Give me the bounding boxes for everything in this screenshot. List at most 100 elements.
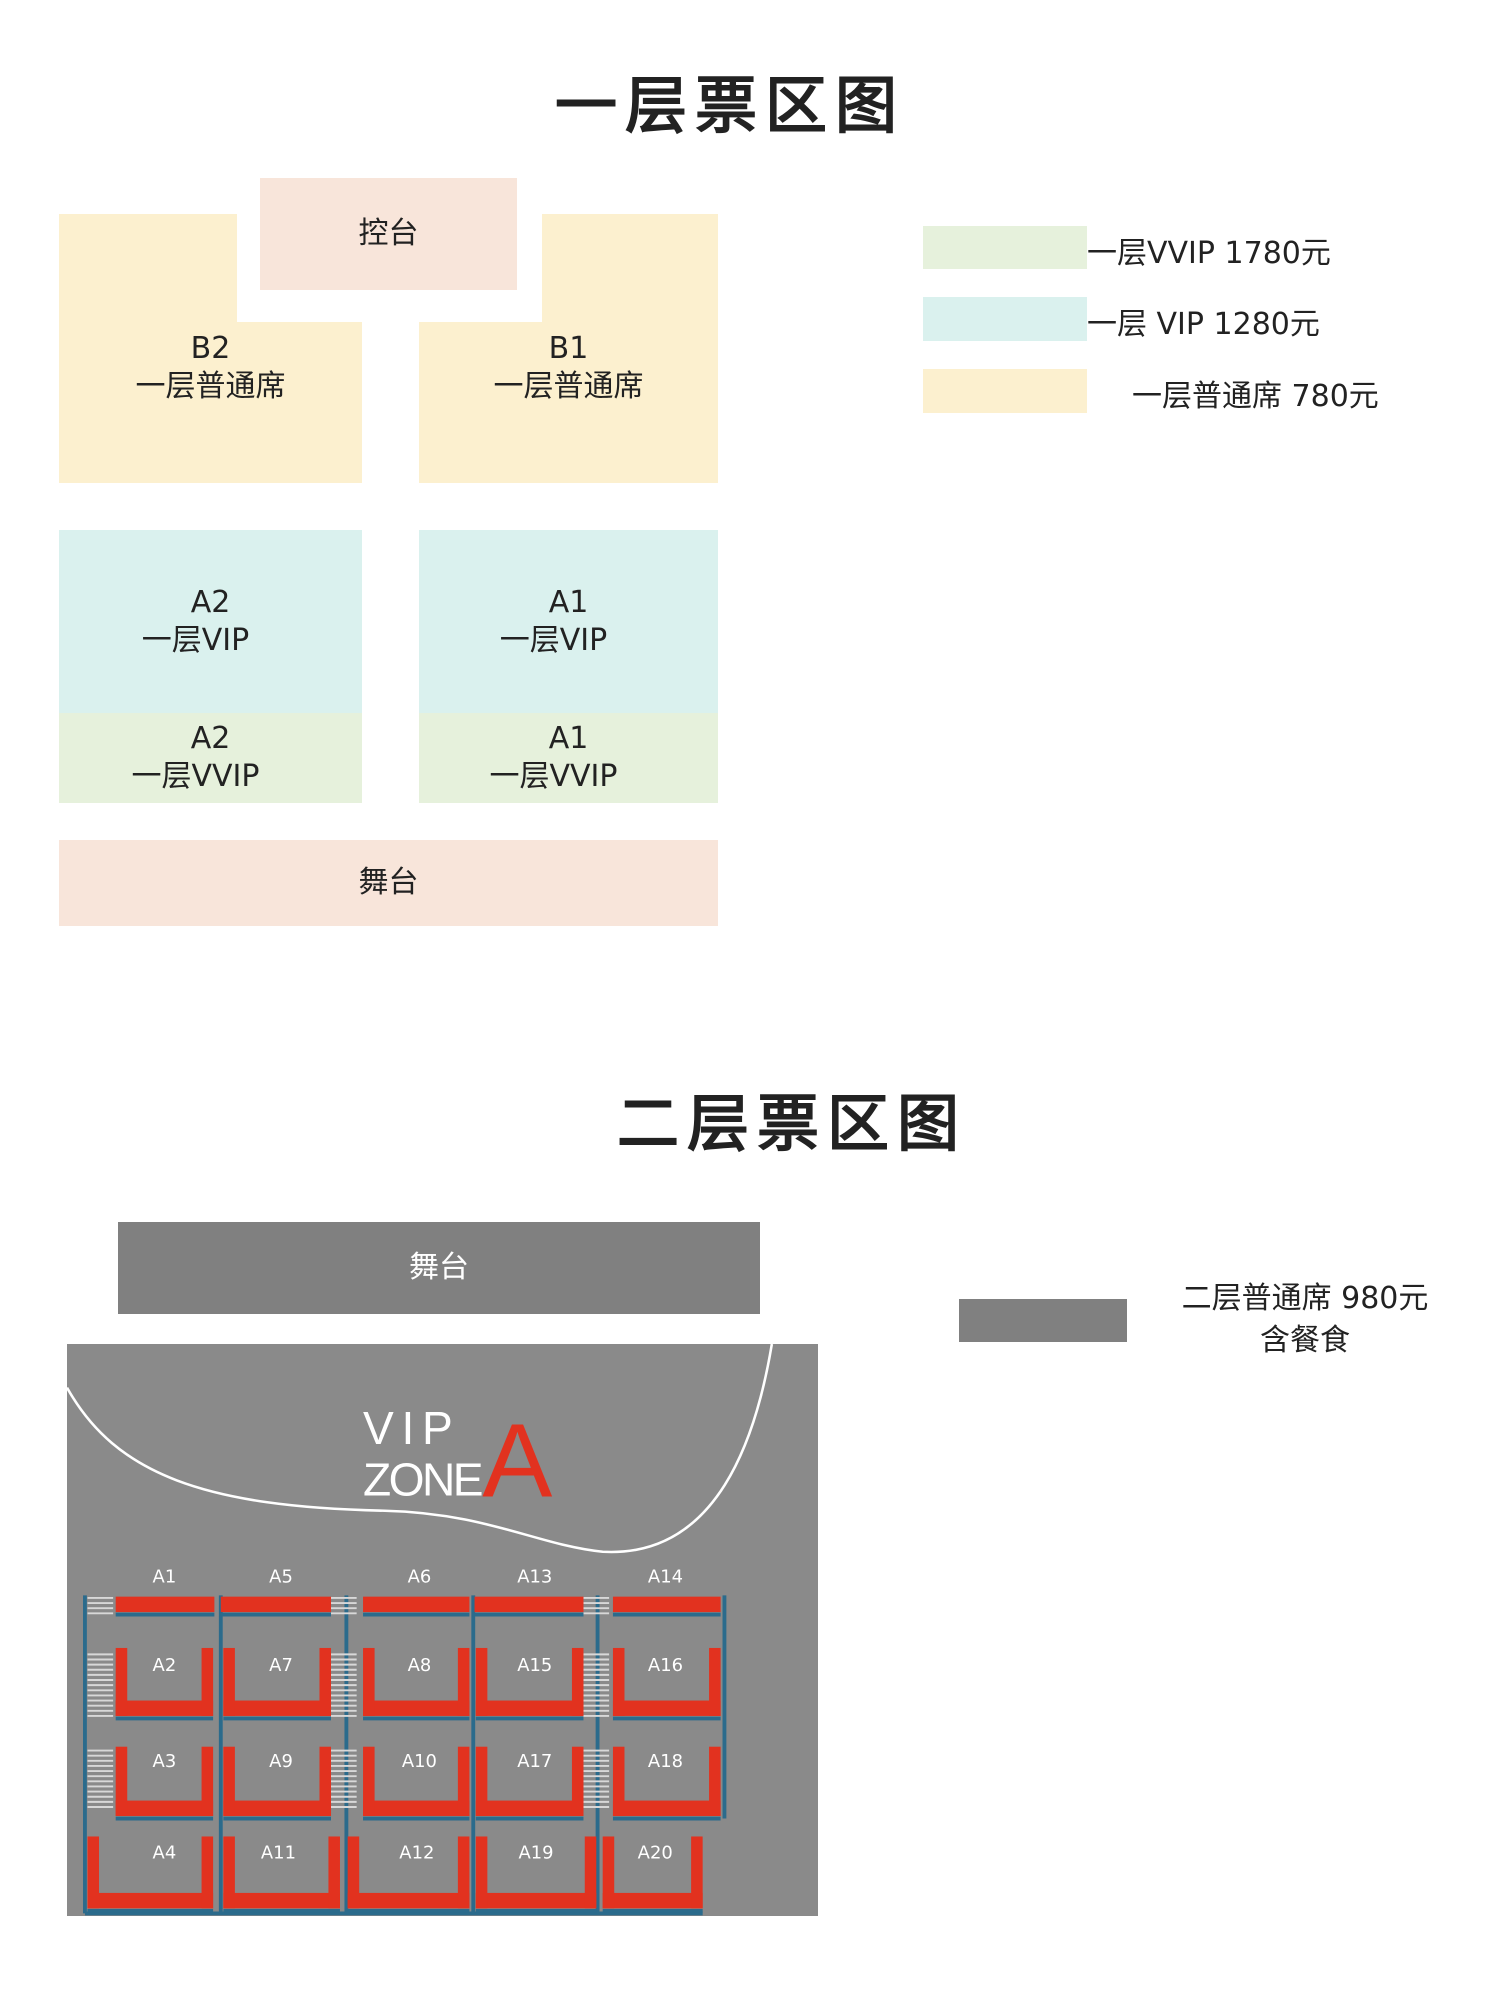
- booth-A17-side: [475, 1746, 488, 1816]
- booth-A11: [223, 1892, 340, 1909]
- booth-A18-side: [612, 1746, 625, 1816]
- booth-A20-side: [691, 1836, 703, 1909]
- legend-swatch-regular: [923, 369, 1087, 413]
- zone-b1-name: 一层普通席: [493, 369, 644, 404]
- booth-label: A11: [261, 1842, 296, 1863]
- booth-label: A17: [517, 1751, 552, 1772]
- zone-a2-vip-name: 一层VIP: [141, 622, 250, 658]
- booth-A4-side: [201, 1836, 214, 1909]
- booth-label: A5: [269, 1567, 293, 1588]
- booth-label: A16: [648, 1655, 683, 1676]
- booth-label: A14: [648, 1567, 683, 1588]
- zone-a1-vip-name: 一层VIP: [499, 622, 608, 658]
- booth-label: A12: [399, 1842, 434, 1863]
- vip-boundary-line: [67, 1344, 774, 1554]
- zone-b2-code: B2: [190, 331, 231, 366]
- zone-b2-name: 一层普通席: [135, 369, 286, 404]
- zone-a1-vip[interactable]: A1 一层VIP: [419, 530, 718, 713]
- booth-label: A20: [638, 1842, 673, 1863]
- booth-A8: [363, 1700, 470, 1716]
- legend-floor2: 二层普通席 980元 含餐食: [1160, 1278, 1450, 1362]
- zone-b1-code: B1: [548, 331, 589, 366]
- booth-label: A19: [519, 1842, 554, 1863]
- booth-label: A6: [408, 1567, 432, 1588]
- booth-A3: [115, 1800, 214, 1816]
- floor1-stage-label: 舞台: [358, 865, 419, 900]
- booth-A3-side: [115, 1746, 128, 1816]
- zone-b1-top: [542, 214, 718, 334]
- booth-A4-side: [87, 1836, 100, 1909]
- map-background: [67, 1344, 818, 1916]
- legend-floor2-note: 含餐食: [1260, 1323, 1350, 1358]
- booth-A1: [115, 1596, 215, 1613]
- booth-A2-side: [115, 1647, 128, 1716]
- zone-a1-vvip-name: 一层VVIP: [489, 759, 618, 794]
- console-label: 控台: [358, 216, 419, 251]
- vip-text: VIP: [363, 1402, 460, 1454]
- booth-A15-side: [571, 1647, 584, 1716]
- booth-A20: [602, 1892, 703, 1909]
- booth-A11-side: [328, 1836, 340, 1909]
- booth-A17: [475, 1800, 584, 1816]
- booth-label: A10: [402, 1751, 437, 1772]
- booth-A16: [612, 1700, 721, 1716]
- zone-a2-vvip-name: 一层VVIP: [131, 759, 260, 794]
- booth-A7-side: [223, 1647, 235, 1716]
- booth-A2-side: [201, 1647, 214, 1716]
- booth-A10-side: [363, 1746, 375, 1816]
- booth-A8-side: [363, 1647, 375, 1716]
- booth-A7: [223, 1700, 332, 1716]
- booth-A17-side: [571, 1746, 584, 1816]
- zone-b1[interactable]: B1 一层普通席: [419, 322, 718, 483]
- booth-A8-side: [457, 1647, 470, 1716]
- zone-a2-vip[interactable]: A2 一层VIP: [59, 530, 362, 713]
- booth-label: A15: [517, 1655, 552, 1676]
- legend-swatch-floor2: [959, 1299, 1127, 1342]
- booth-label: A18: [648, 1751, 683, 1772]
- zone-b2[interactable]: B2 一层普通席: [59, 322, 362, 483]
- legend-swatch-vvip: [923, 226, 1087, 269]
- booth-A5: [220, 1596, 332, 1613]
- zone-a1-vvip[interactable]: A1 一层VVIP: [419, 713, 718, 803]
- booth-A18: [612, 1800, 721, 1816]
- zone-a2-vip-code: A2: [190, 584, 231, 620]
- booth-A13: [474, 1596, 584, 1613]
- floor1-title: 一层票区图: [554, 69, 905, 142]
- booth-label: A9: [269, 1751, 293, 1772]
- legend-swatch-vip: [923, 297, 1087, 341]
- booth-A19-side: [475, 1836, 488, 1909]
- booth-A12-side: [457, 1836, 470, 1909]
- floor2-stage-label: 舞台: [409, 1250, 469, 1285]
- zone-a2-vvip[interactable]: A2 一层VVIP: [59, 713, 362, 803]
- floor2-title: 二层票区图: [616, 1087, 967, 1160]
- booth-A15-side: [475, 1647, 488, 1716]
- booth-A12: [347, 1892, 470, 1909]
- console-area: 控台: [260, 178, 517, 290]
- zone-b2-top: [59, 214, 237, 334]
- booth-label: A1: [153, 1567, 177, 1588]
- booth-label: A4: [153, 1842, 177, 1863]
- booth-A4: [87, 1892, 214, 1909]
- legend-label-vip: 一层 VIP 1280元: [1087, 307, 1320, 342]
- booth-A16-side: [612, 1647, 625, 1716]
- booth-A9-side: [223, 1746, 235, 1816]
- booth-A6: [363, 1596, 470, 1613]
- legend-floor2-price: 二层普通席 980元: [1181, 1281, 1429, 1316]
- booth-A10-side: [457, 1746, 470, 1816]
- booth-A14: [612, 1596, 721, 1613]
- booth-A20-side: [602, 1836, 615, 1909]
- booth-A9-side: [319, 1746, 332, 1816]
- booth-A9: [223, 1800, 332, 1816]
- zone-a1-vvip-code: A1: [548, 721, 589, 756]
- floor1-stage: 舞台: [59, 840, 718, 926]
- booth-A3-side: [201, 1746, 214, 1816]
- booth-label: A8: [408, 1655, 432, 1676]
- booth-label: A3: [153, 1751, 177, 1772]
- booth-A2: [115, 1700, 214, 1716]
- legend-label-regular: 一层普通席 780元: [1132, 379, 1379, 414]
- legend-label-vvip: 一层VVIP 1780元: [1087, 236, 1331, 271]
- booth-label: A7: [269, 1655, 293, 1676]
- booth-label: A2: [153, 1655, 177, 1676]
- booth-label: A13: [517, 1567, 552, 1588]
